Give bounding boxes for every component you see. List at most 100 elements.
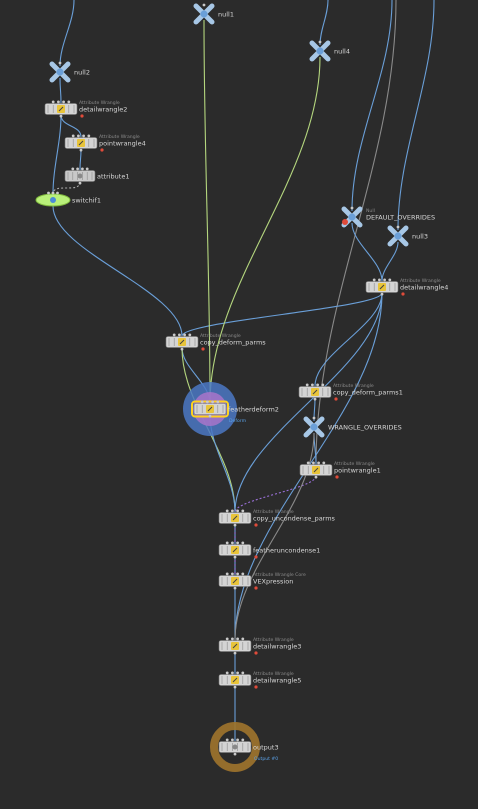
output-connector[interactable] [233, 555, 237, 559]
node-featheruncondense1[interactable]: featheruncondense1 [218, 541, 320, 559]
input-connector[interactable] [372, 278, 376, 282]
output-connector[interactable] [59, 114, 63, 118]
input-connector[interactable] [231, 637, 234, 641]
input-connector[interactable] [56, 191, 59, 195]
input-connector[interactable] [62, 100, 65, 104]
input-connector[interactable] [76, 167, 79, 171]
input-connector[interactable] [225, 738, 229, 742]
input-connector[interactable] [311, 383, 314, 387]
input-connector[interactable] [71, 134, 75, 138]
input-connector[interactable] [317, 461, 320, 465]
input-connector[interactable] [306, 461, 310, 465]
input-connector[interactable] [47, 191, 50, 195]
node-switchif1[interactable]: switchif1 [35, 191, 101, 207]
output-connector[interactable] [180, 347, 184, 351]
input-connector[interactable] [178, 333, 181, 337]
input-connector[interactable] [58, 61, 62, 65]
input-connector[interactable] [231, 738, 234, 742]
input-connector[interactable] [236, 738, 240, 742]
input-connector[interactable] [188, 333, 192, 337]
input-connector[interactable] [396, 225, 400, 229]
input-connector[interactable] [225, 671, 229, 675]
input-connector[interactable] [388, 278, 392, 282]
input-connector[interactable] [350, 206, 354, 210]
input-connector[interactable] [51, 191, 55, 195]
input-connector[interactable] [225, 572, 229, 576]
input-connector[interactable] [241, 541, 245, 545]
input-connector[interactable] [225, 509, 229, 513]
output-connector[interactable] [208, 414, 212, 418]
input-connector[interactable] [316, 383, 319, 387]
output-connector[interactable] [314, 475, 318, 479]
input-connector[interactable] [241, 738, 245, 742]
input-connector[interactable] [202, 3, 206, 7]
input-connector[interactable] [312, 416, 316, 420]
output-connector[interactable] [233, 586, 237, 590]
input-connector[interactable] [216, 400, 220, 404]
output-connector[interactable] [233, 685, 237, 689]
output-connector[interactable] [233, 752, 237, 756]
input-connector[interactable] [231, 572, 234, 576]
output-connector[interactable] [79, 148, 83, 152]
input-connector[interactable] [51, 100, 55, 104]
input-connector[interactable] [71, 167, 75, 171]
input-connector[interactable] [241, 509, 245, 513]
input-connector[interactable] [236, 509, 240, 513]
input-connector[interactable] [77, 134, 80, 138]
node-null2[interactable]: null2 [49, 61, 90, 83]
input-connector[interactable] [85, 167, 89, 171]
input-connector[interactable] [206, 400, 209, 404]
input-connector[interactable] [225, 541, 229, 545]
input-connector[interactable] [236, 541, 240, 545]
input-connector[interactable] [378, 278, 381, 282]
node-null3[interactable]: null3 [387, 225, 428, 247]
input-connector[interactable] [318, 40, 322, 44]
input-connector[interactable] [231, 541, 234, 545]
input-connector[interactable] [87, 134, 91, 138]
input-connector[interactable] [183, 333, 187, 337]
output-connector[interactable] [380, 292, 384, 296]
input-connector[interactable] [241, 637, 245, 641]
input-connector[interactable] [211, 400, 215, 404]
input-connector[interactable] [67, 100, 71, 104]
input-connector[interactable] [383, 278, 386, 282]
node-null4[interactable]: null4 [309, 40, 350, 62]
input-connector[interactable] [321, 383, 325, 387]
input-connector[interactable] [81, 167, 84, 171]
input-connector[interactable] [231, 671, 234, 675]
input-connector[interactable] [172, 333, 176, 337]
node-attribute1[interactable]: attribute1 [64, 167, 130, 185]
input-connector[interactable] [200, 400, 204, 404]
input-connector[interactable] [241, 572, 245, 576]
input-connector[interactable] [305, 383, 309, 387]
input-connector[interactable] [322, 461, 326, 465]
input-connector[interactable] [241, 671, 245, 675]
output-connector[interactable] [233, 651, 237, 655]
input-connector[interactable] [236, 671, 240, 675]
output-connector[interactable] [233, 523, 237, 527]
input-connector[interactable] [82, 134, 85, 138]
output-connector[interactable] [313, 397, 317, 401]
input-connector[interactable] [57, 100, 60, 104]
input-connector[interactable] [225, 637, 229, 641]
node-null1[interactable]: null1 [193, 3, 234, 25]
input-connector[interactable] [312, 461, 315, 465]
input-connector[interactable] [236, 637, 240, 641]
input-connector[interactable] [231, 509, 234, 513]
input-connector[interactable] [236, 572, 240, 576]
node-WRANGLE_OVERRIDES[interactable]: WRANGLE_OVERRIDES [303, 416, 402, 438]
